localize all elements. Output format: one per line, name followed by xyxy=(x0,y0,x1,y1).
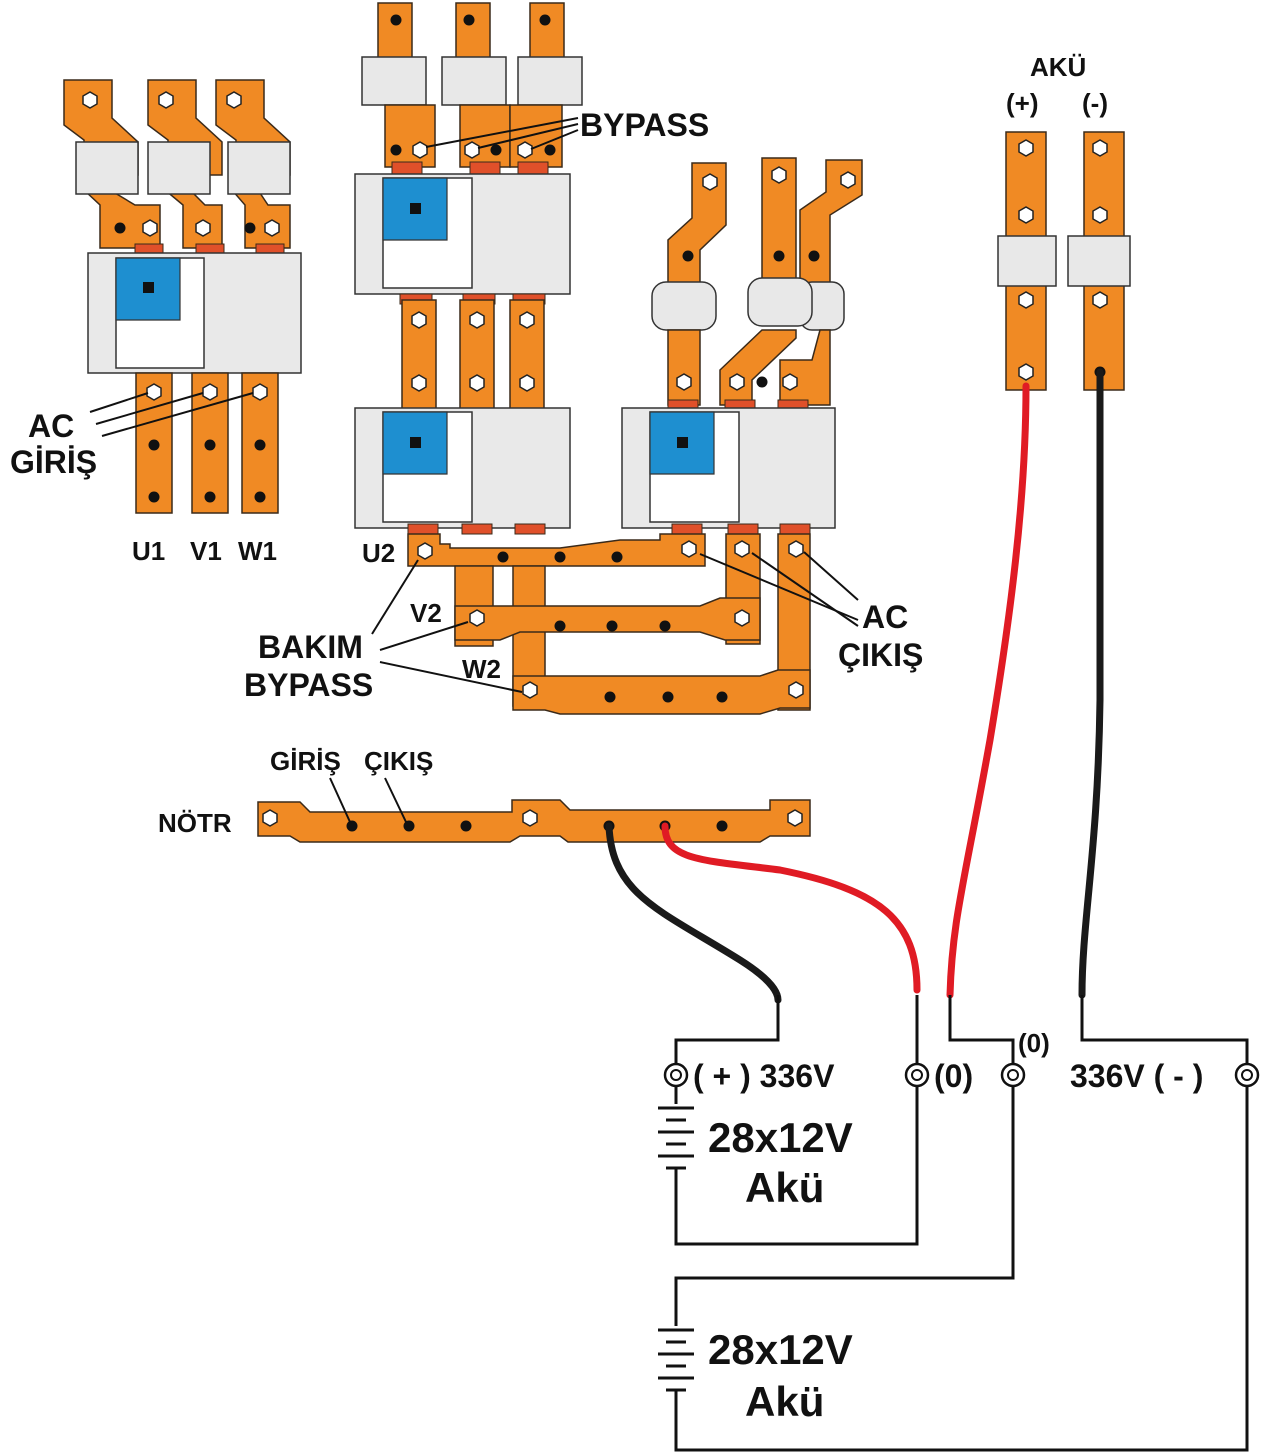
bat1-name-label: Akü xyxy=(745,1164,824,1211)
ac-cikis-label-2: ÇIKIŞ xyxy=(838,637,923,673)
labels: AC GİRİŞ U1 V1 W1 BYPASS U2 V2 W2 BAKIM … xyxy=(10,52,1203,1425)
bat2-size-label: 28x12V xyxy=(708,1326,853,1373)
battery-symbol-1 xyxy=(658,1106,694,1180)
terminal-bat2-negative xyxy=(1234,1062,1260,1088)
notr-label: NÖTR xyxy=(158,808,232,838)
output-breaker xyxy=(621,157,863,535)
bat1-positive-label: ( + ) 336V xyxy=(693,1058,835,1094)
terminal-bat1-positive xyxy=(663,1062,689,1088)
terminal-bat1-zero xyxy=(904,1062,930,1088)
w1-label: W1 xyxy=(238,536,277,566)
bat1-zero-label: (0) xyxy=(934,1058,973,1094)
aku-minus-black-cable xyxy=(1078,368,1104,999)
aku-minus-label: (-) xyxy=(1082,88,1108,118)
v2-label: V2 xyxy=(410,598,442,628)
input-breaker xyxy=(63,79,302,514)
maintenance-breaker xyxy=(354,407,571,535)
aku-plus-red-cable xyxy=(946,382,1030,999)
ac-giris-label-1: AC xyxy=(28,408,74,444)
terminal-bat2-zero xyxy=(1000,1062,1026,1088)
ac-giris-label-2: GİRİŞ xyxy=(10,444,97,480)
battery-busbars xyxy=(997,131,1131,391)
neutral-busbar xyxy=(257,777,811,843)
bakim-bypass-label-2: BYPASS xyxy=(244,667,373,703)
aku-plus-label: (+) xyxy=(1006,88,1039,118)
u2-label: U2 xyxy=(362,538,395,568)
bakim-bypass-label-1: BAKIM xyxy=(258,629,363,665)
bat2-zero-label: (0) xyxy=(1018,1028,1050,1058)
bat1-size-label: 28x12V xyxy=(708,1114,853,1161)
bat2-name-label: Akü xyxy=(745,1378,824,1425)
bypass-breaker xyxy=(354,2,583,295)
output-busbars xyxy=(371,533,859,715)
notr-giris-label: GİRİŞ xyxy=(270,746,341,776)
bypass-label: BYPASS xyxy=(580,107,709,143)
neutral-black-cable xyxy=(605,822,782,1004)
u1-label: U1 xyxy=(132,536,165,566)
aku-title-label: AKÜ xyxy=(1030,52,1086,82)
ac-cikis-label-1: AC xyxy=(862,599,908,635)
w2-label: W2 xyxy=(462,654,501,684)
bat2-negative-label: 336V ( - ) xyxy=(1070,1058,1203,1094)
battery-symbol-2 xyxy=(658,1328,694,1400)
connecting-busbars xyxy=(399,293,546,411)
battery-circuit xyxy=(658,995,1260,1452)
battery-cables xyxy=(605,368,1104,1004)
neutral-red-cable xyxy=(661,822,921,994)
v1-label: V1 xyxy=(190,536,222,566)
notr-cikis-label: ÇIKIŞ xyxy=(364,746,433,776)
